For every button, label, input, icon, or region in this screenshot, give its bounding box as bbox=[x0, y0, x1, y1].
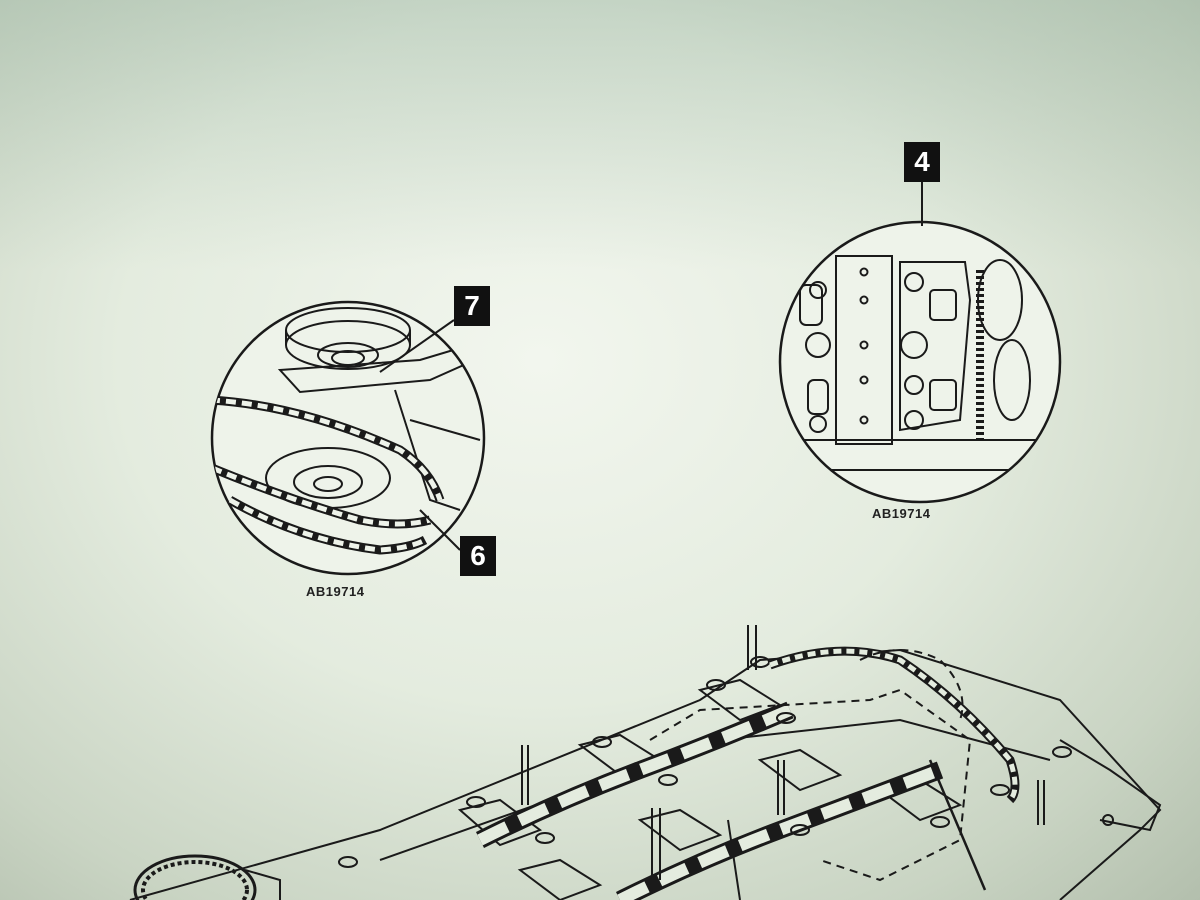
detail-view-chain-sprocket bbox=[210, 300, 486, 576]
figure-code-right: AB19714 bbox=[872, 506, 931, 521]
cylinder-head-assembly bbox=[129, 625, 1162, 900]
detail-view-camshaft-locking-tool bbox=[778, 180, 1062, 504]
callout-4: 4 bbox=[904, 142, 940, 182]
callout-6: 6 bbox=[460, 536, 496, 576]
figure-code-left: AB19714 bbox=[306, 584, 365, 599]
callout-7: 7 bbox=[454, 286, 490, 326]
